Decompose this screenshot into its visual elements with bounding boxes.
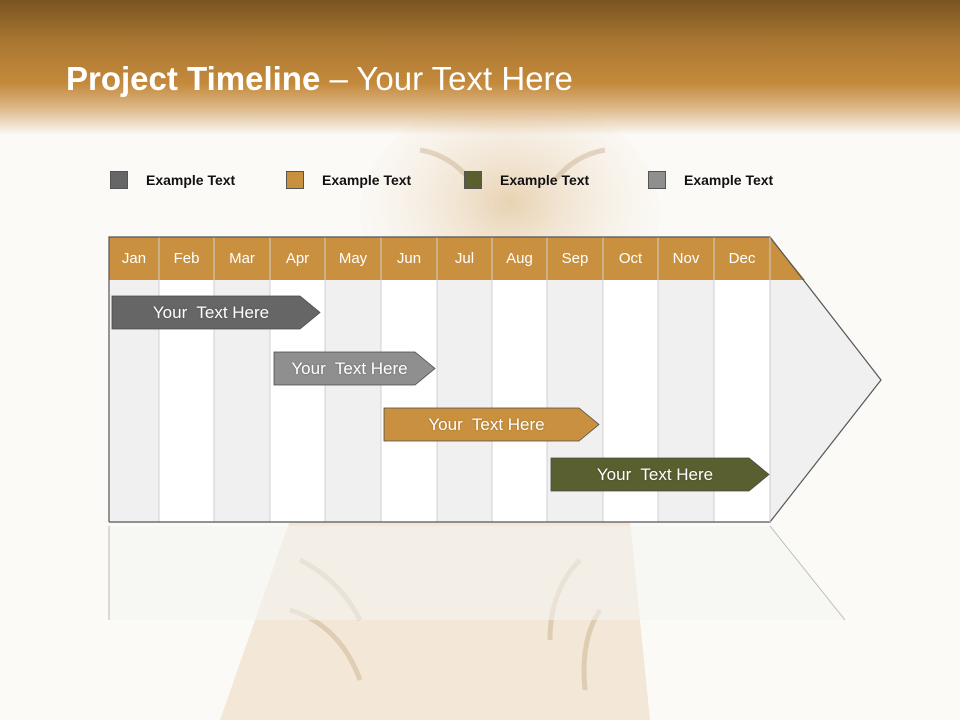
month-label: Aug: [506, 250, 533, 267]
task-bar: [111, 295, 321, 330]
legend-swatch: [464, 171, 482, 189]
page-title: Project Timeline – Your Text Here: [66, 60, 573, 98]
legend-label: Example Text: [322, 172, 412, 188]
legend-swatch: [648, 171, 666, 189]
task-label-text: Your Text Here: [596, 465, 714, 484]
month-label: Oct: [618, 250, 643, 267]
month-label: Sep: [561, 250, 589, 267]
legend-item: Example Text: [286, 170, 411, 190]
month-label: Nov: [672, 250, 700, 267]
task-bar: [383, 407, 600, 442]
task-bar: [550, 457, 770, 492]
task-bar: [273, 351, 436, 386]
legend-item: Example Text: [110, 170, 235, 190]
month-label: Apr: [285, 250, 310, 267]
month-column: [492, 280, 547, 522]
header-band: [0, 0, 960, 135]
timeline-reflection: [109, 526, 845, 620]
legend-label: Example Text: [500, 172, 590, 188]
month-header-bar: [109, 237, 770, 280]
timeline-outline: [108, 236, 882, 523]
legend-swatch: [286, 171, 304, 189]
task-label-text: Your Text Here: [428, 415, 545, 434]
month-label: May: [338, 250, 368, 267]
legend-label: Example Text: [684, 172, 774, 188]
task-label: Your Text Here: [384, 408, 589, 441]
legend-swatch: [110, 171, 128, 189]
month-label: Jan: [121, 250, 147, 267]
task-label: Your Text Here: [274, 352, 425, 385]
title-bold: Project Timeline: [66, 60, 321, 97]
legend-item: Example Text: [648, 170, 773, 190]
reflection-edge: [769, 525, 846, 621]
legend-label: Example Text: [146, 172, 236, 188]
month-label: Jul: [454, 250, 475, 267]
timeline-arrowhead: [770, 280, 881, 522]
task-label: Your Text Here: [112, 296, 310, 329]
month-label: Dec: [728, 250, 756, 267]
title-rest: – Your Text Here: [320, 60, 573, 97]
task-label-text: Your Text Here: [291, 359, 408, 378]
month-column: [325, 280, 381, 522]
month-label: Mar: [229, 250, 255, 267]
month-column: [437, 280, 492, 522]
task-label-text: Your Text Here: [152, 303, 270, 322]
month-label: Jun: [396, 250, 422, 267]
month-column: [381, 280, 437, 522]
month-label: Feb: [173, 250, 200, 267]
legend-item: Example Text: [464, 170, 589, 190]
task-label: Your Text Here: [551, 458, 759, 491]
